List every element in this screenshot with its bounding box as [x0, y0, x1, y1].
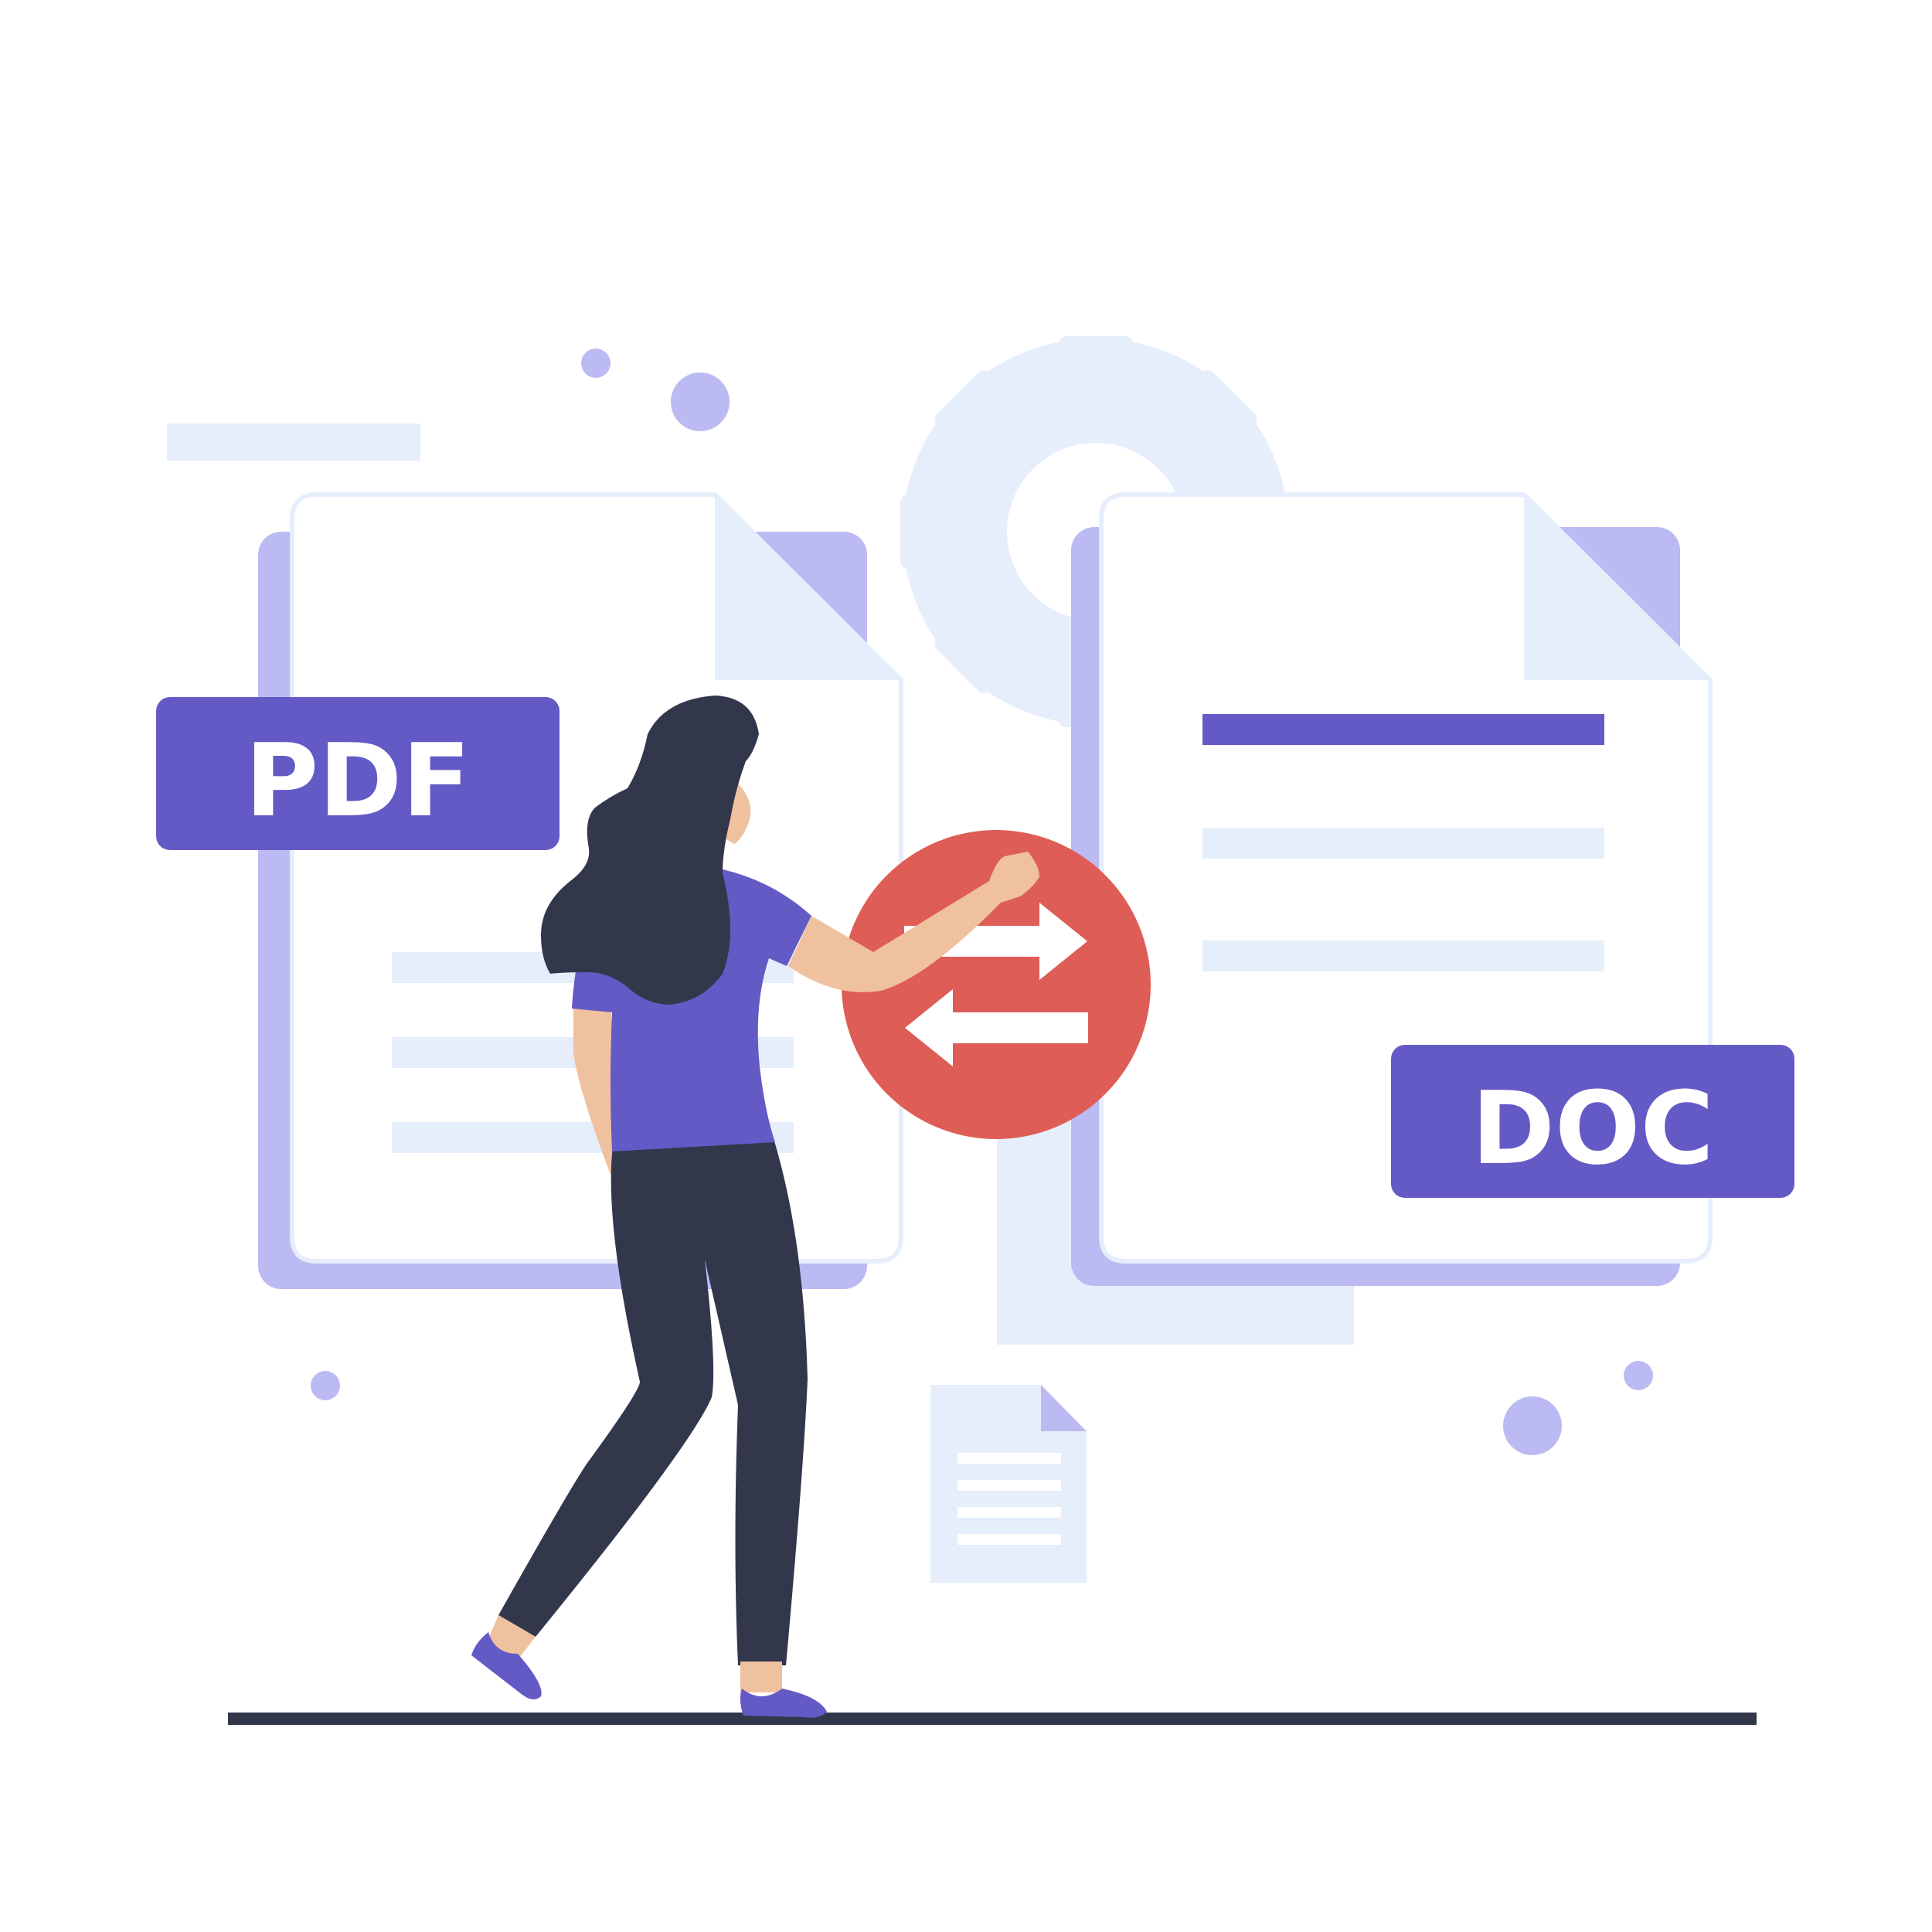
- person-shoe: [740, 1689, 827, 1718]
- dot: [581, 349, 611, 378]
- doc-label-box: [1391, 1045, 1794, 1198]
- heading-line: [1202, 714, 1604, 745]
- pdf-label-box: [156, 697, 560, 850]
- dot: [671, 372, 730, 431]
- dot: [1624, 1361, 1653, 1390]
- document-fold: [1524, 495, 1710, 680]
- person-figure: [471, 696, 1039, 1718]
- text-line: [1202, 828, 1604, 859]
- convert-arrows-icon: [842, 830, 1151, 1139]
- decorative-bar: [167, 423, 420, 461]
- person-legs: [498, 1136, 808, 1665]
- person-left-arm: [573, 997, 618, 1175]
- doc-label: DOC: [1391, 1045, 1794, 1198]
- person-ankle: [740, 1662, 782, 1692]
- document-icon: [930, 1385, 1087, 1583]
- dot: [1503, 1396, 1562, 1455]
- person-hair: [541, 696, 759, 1005]
- person-right-arm: [788, 852, 1039, 992]
- person-shoe: [471, 1632, 542, 1699]
- ground-line: [228, 1713, 1757, 1725]
- dot: [311, 1371, 340, 1400]
- doc-label-text: DOC: [1471, 1070, 1714, 1187]
- pdf-label-text: PDF: [245, 722, 471, 839]
- text-line: [1202, 940, 1604, 971]
- document-fold: [715, 495, 901, 680]
- decorative-dots: [311, 349, 1653, 1455]
- pdf-label: PDF: [156, 697, 560, 850]
